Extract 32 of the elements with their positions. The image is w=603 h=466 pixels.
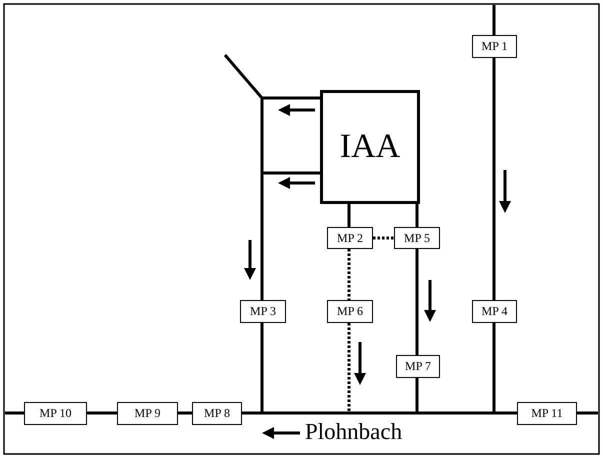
channel-line bbox=[260, 323, 264, 413]
channel-line bbox=[262, 96, 320, 100]
measuring-point-box: MP 1 bbox=[472, 35, 517, 58]
dotted-line bbox=[348, 323, 350, 413]
measuring-point-box: MP 10 bbox=[24, 402, 87, 425]
measuring-point-box: MP 3 bbox=[240, 300, 286, 323]
channel-line bbox=[224, 54, 264, 300]
facility-box: IAA bbox=[320, 90, 420, 204]
channel-line bbox=[416, 249, 418, 355]
measuring-point-box: MP 2 bbox=[327, 227, 373, 249]
channel-line bbox=[5, 412, 24, 414]
measuring-point-box: MP 4 bbox=[472, 300, 517, 323]
measuring-point-box: MP 5 bbox=[394, 227, 440, 249]
stream-name: Plohnbach bbox=[305, 419, 402, 445]
channel-line bbox=[242, 412, 517, 414]
measuring-point-box: MP 11 bbox=[517, 402, 577, 425]
channel-line bbox=[262, 172, 320, 174]
channel-line bbox=[87, 412, 117, 414]
channel-line bbox=[416, 378, 418, 413]
channel-line bbox=[348, 204, 350, 227]
channel-line bbox=[577, 412, 598, 414]
measuring-point-box: MP 9 bbox=[117, 402, 178, 425]
measuring-point-box: MP 6 bbox=[327, 300, 373, 323]
channel-line bbox=[416, 204, 418, 227]
channel-line bbox=[492, 323, 496, 413]
dotted-line bbox=[373, 236, 394, 240]
channel-line bbox=[492, 5, 496, 35]
measuring-point-box: MP 7 bbox=[396, 355, 440, 378]
dotted-line bbox=[348, 249, 350, 300]
measuring-point-box: MP 8 bbox=[192, 402, 242, 425]
channel-line bbox=[178, 412, 192, 414]
channel-line bbox=[492, 58, 496, 300]
